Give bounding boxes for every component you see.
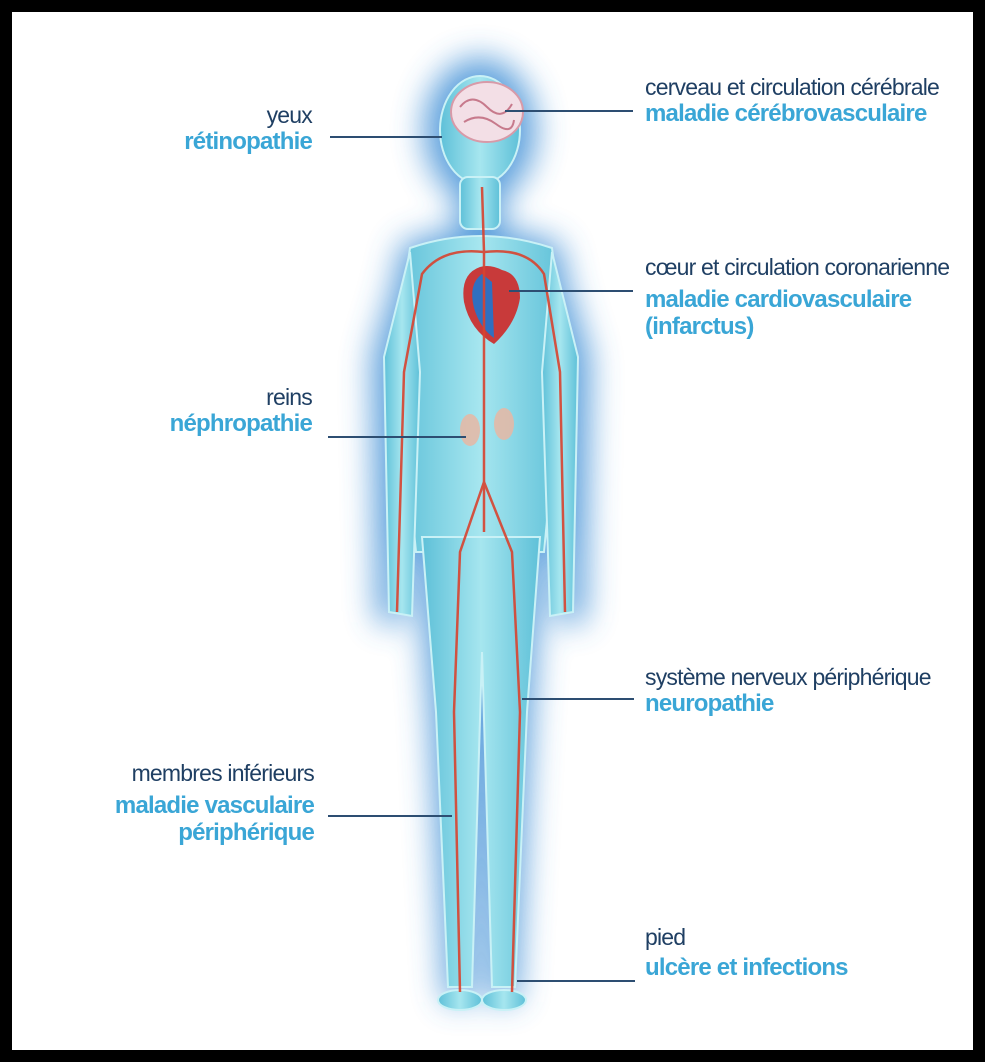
organ-eyes: yeux bbox=[122, 102, 312, 128]
diagram-frame: yeux rétinopathie cerveau et circulation… bbox=[12, 12, 973, 1050]
organ-peripheral-nerves: système nerveux périphérique bbox=[645, 664, 965, 690]
human-body-illustration bbox=[12, 12, 973, 1050]
disease-cerebrovascular: maladie cérébrovasculaire bbox=[645, 100, 965, 127]
leader-nerves bbox=[522, 698, 634, 700]
bottom-caption-strip bbox=[12, 1036, 973, 1050]
disease-retinopathy: rétinopathie bbox=[122, 128, 312, 155]
disease-peripheral: périphérique bbox=[82, 819, 314, 846]
label-eyes: yeux rétinopathie bbox=[122, 102, 312, 155]
leader-kidneys bbox=[328, 436, 466, 438]
label-brain: cerveau et circulation cérébrale maladie… bbox=[645, 74, 965, 127]
leader-heart bbox=[509, 290, 633, 292]
label-legs: membres inférieurs maladie vasculaire pé… bbox=[82, 760, 314, 846]
label-nerves: système nerveux périphérique neuropathie bbox=[645, 664, 965, 717]
leader-eyes bbox=[330, 136, 442, 138]
brain-icon bbox=[451, 82, 523, 142]
organ-foot: pied bbox=[645, 924, 965, 950]
disease-ulcer-infections: ulcère et infections bbox=[645, 954, 965, 981]
leader-foot bbox=[517, 980, 635, 982]
legs bbox=[422, 537, 540, 987]
organ-heart: cœur et circulation coronarienne bbox=[645, 254, 965, 280]
disease-peripheral-vascular: maladie vasculaire bbox=[82, 792, 314, 819]
leader-brain bbox=[505, 110, 633, 112]
label-heart: cœur et circulation coronarienne maladie… bbox=[645, 254, 965, 340]
disease-infarction: (infarctus) bbox=[645, 313, 965, 340]
label-kidneys: reins néphropathie bbox=[122, 384, 312, 437]
leader-legs bbox=[328, 815, 452, 817]
organ-lower-limbs: membres inférieurs bbox=[82, 760, 314, 786]
disease-nephropathy: néphropathie bbox=[122, 410, 312, 437]
disease-neuropathy: neuropathie bbox=[645, 690, 965, 717]
label-foot: pied ulcère et infections bbox=[645, 924, 965, 981]
organ-brain: cerveau et circulation cérébrale bbox=[645, 74, 965, 100]
disease-cardiovascular: maladie cardiovasculaire bbox=[645, 286, 965, 313]
organ-kidneys: reins bbox=[122, 384, 312, 410]
